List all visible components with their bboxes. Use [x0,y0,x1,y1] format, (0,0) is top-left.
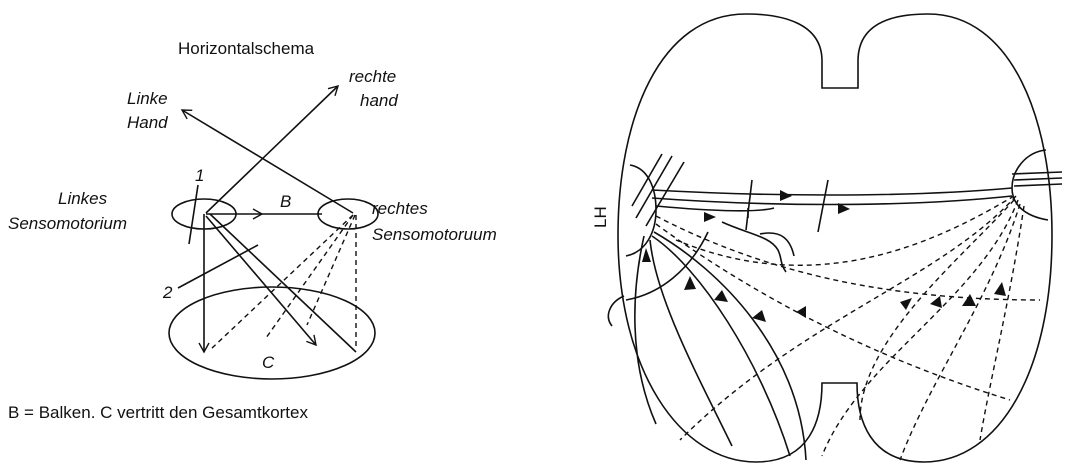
brain-outline [618,14,1052,462]
branch-curve [760,233,794,256]
label-c: C [262,353,275,372]
horizontal-schema-diagram: Horizontalschema rechte hand Linke Hand … [8,39,497,422]
label-1: 1 [195,166,204,185]
diagram-caption: B = Balken. C vertritt den Gesamtkortex [8,403,308,422]
dashed-fiber-7 [676,196,1014,265]
solid-fiber-1 [635,236,656,424]
dashed-arrowhead-2 [900,298,912,310]
right-exit-line-2 [1014,178,1062,180]
left-sensomotorium-label-line1: Linkes [58,189,108,208]
callosum-line-bottom [652,196,1012,205]
right-hand-arrow [206,86,338,213]
callosum-arrowhead-3 [704,212,716,222]
right-sensomotorium-label-line1: rechtes [372,199,428,218]
right-exit-line-3 [1014,184,1062,186]
left-hand-label-line2: Hand [127,113,168,132]
projection-line-to-cortex [210,214,356,352]
right-hand-label-line2: hand [360,91,398,110]
dashed-fiber-1 [680,196,1016,440]
solid-arrowhead-3 [714,290,728,302]
right-exit-line-1 [1012,172,1062,174]
cut-mark-2 [178,245,258,288]
solid-arrowhead-1 [642,248,651,262]
cut-mark-1 [189,185,198,244]
cut-mark-d [746,180,752,230]
callosum-arrowhead-1 [780,190,792,201]
left-sensomotorium-label-line2: Sensomotorium [8,214,127,233]
dashed-fiber-2 [822,200,1018,456]
dashed-fiber-4 [980,206,1024,440]
dashed-arrowhead-5 [994,282,1006,296]
label-2: 2 [162,283,173,302]
projection-arrow-to-cortex [206,216,316,345]
diagram-title: Horizontalschema [178,39,315,58]
lh-label: LH [591,206,610,228]
solid-arrowhead-2 [684,276,696,290]
dashed-arrowhead-1 [796,306,806,318]
left-hand-arrow [182,110,353,213]
brain-horizontal-section: LH [591,14,1062,462]
callosum-fiber-3 [656,206,774,211]
dashed-arrowhead-4 [962,294,976,306]
dashed-projection-2 [266,215,353,338]
callosum-line-top [652,188,1012,195]
cut-mark-e [818,180,828,232]
dashed-fiber-6 [656,224,1010,400]
right-sensomotorium-label-line2: Sensomotoruum [372,225,497,244]
dashed-arrowhead-3 [930,296,942,308]
left-hand-label-line1: Linke [127,89,168,108]
left-hook-end [608,296,624,326]
label-b: B [280,192,291,211]
right-sensomotorium-ellipse [318,199,378,229]
dashed-fiber-8 [860,200,1014,420]
right-hand-label-line1: rechte [349,67,396,86]
cut-mark-b [636,156,672,218]
dashed-fiber-5 [656,216,1040,300]
